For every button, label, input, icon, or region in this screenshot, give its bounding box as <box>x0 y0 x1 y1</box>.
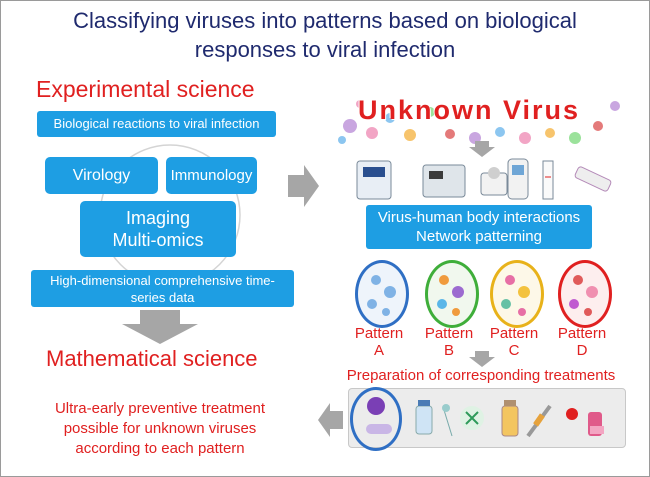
ultra-line-3: according to each pattern <box>75 440 245 457</box>
experimental-science-heading: Experimental science <box>36 76 255 102</box>
virus-particle-icon <box>338 100 620 144</box>
analyzer-icon <box>422 164 466 198</box>
mathematical-science-heading: Mathematical science <box>46 346 258 371</box>
vaccine-vial-icon <box>415 400 433 435</box>
imaging-label: Imaging <box>125 208 191 228</box>
interactions-line-2: Network patterning <box>416 228 542 245</box>
pattern-c-letter: C <box>508 342 520 359</box>
virology-box: Virology <box>45 157 158 194</box>
virus-human-interactions-box: Virus-human body interactions Network pa… <box>366 205 592 249</box>
pattern-d-letter: D <box>576 342 588 359</box>
unknown-virus-label: Unknown Virus <box>358 95 581 125</box>
pattern-d-circle <box>558 260 612 328</box>
ultra-early-treatment-text: Ultra-early preventive treatment possibl… <box>20 399 300 459</box>
multiomics-label: Multi-omics <box>112 230 204 250</box>
medicine-bottle-icon <box>501 400 519 437</box>
pattern-c-word: Pattern <box>489 325 539 342</box>
microscope-icon <box>480 167 508 196</box>
pattern-c-circle <box>490 260 544 328</box>
iv-drip-icon <box>442 404 453 437</box>
ultra-line-1: Ultra-early preventive treatment <box>54 400 266 417</box>
high-dimensional-line-2: series data <box>130 290 195 305</box>
pattern-a-label: Pattern A <box>349 325 409 359</box>
title-line-2: responses to viral infection <box>194 37 456 62</box>
pattern-b-letter: B <box>443 342 454 359</box>
pattern-b-word: Pattern <box>424 325 474 342</box>
treatment-icons <box>366 397 604 438</box>
high-dimensional-line-1: High-dimensional comprehensive time- <box>50 273 275 288</box>
selected-treatment-circle <box>350 387 402 451</box>
handheld-device-icon <box>507 158 529 200</box>
sequencer-icon <box>356 160 392 200</box>
pattern-a-letter: A <box>373 342 384 359</box>
title-line-1: Classifying viruses into patterns based … <box>73 8 577 33</box>
virus-cloud-illustration <box>338 100 620 144</box>
antibody-icon <box>460 406 484 430</box>
pattern-b-label: Pattern B <box>419 325 479 359</box>
down-arrow-left <box>122 310 198 344</box>
pattern-a-word: Pattern <box>354 325 404 342</box>
pattern-b-circle <box>425 260 479 328</box>
left-arrow-bottom <box>318 403 343 437</box>
sample-slide-icon <box>574 166 612 192</box>
pill-icon <box>566 408 578 420</box>
right-arrow-middle <box>288 165 319 207</box>
immunology-box: Immunology <box>166 157 257 194</box>
syringe-icon <box>526 404 552 438</box>
pattern-c-label: Pattern C <box>484 325 544 359</box>
test-strip-icon <box>542 160 554 200</box>
interactions-line-1: Virus-human body interactions <box>377 209 581 226</box>
down-arrow-small-2 <box>469 351 495 367</box>
lab-instruments-illustration <box>356 158 612 200</box>
down-arrow-small-1 <box>469 141 495 157</box>
pattern-d-label: Pattern D <box>552 325 612 359</box>
high-dimensional-data-box: High-dimensional comprehensive time- ser… <box>31 270 294 307</box>
figure-title: Classifying viruses into patterns based … <box>0 6 650 64</box>
inhaler-icon <box>588 412 604 436</box>
pattern-a-circle <box>355 260 409 328</box>
network-dots <box>367 275 598 316</box>
imaging-multiomics-box: Imaging Multi-omics <box>80 201 236 257</box>
preparation-label: Preparation of corresponding treatments <box>346 367 616 384</box>
ultra-line-2: possible for unknown viruses <box>63 420 257 437</box>
biological-reactions-box: Biological reactions to viral infection <box>37 111 276 137</box>
pattern-d-word: Pattern <box>557 325 607 342</box>
virus-capsule-icon <box>366 397 392 434</box>
